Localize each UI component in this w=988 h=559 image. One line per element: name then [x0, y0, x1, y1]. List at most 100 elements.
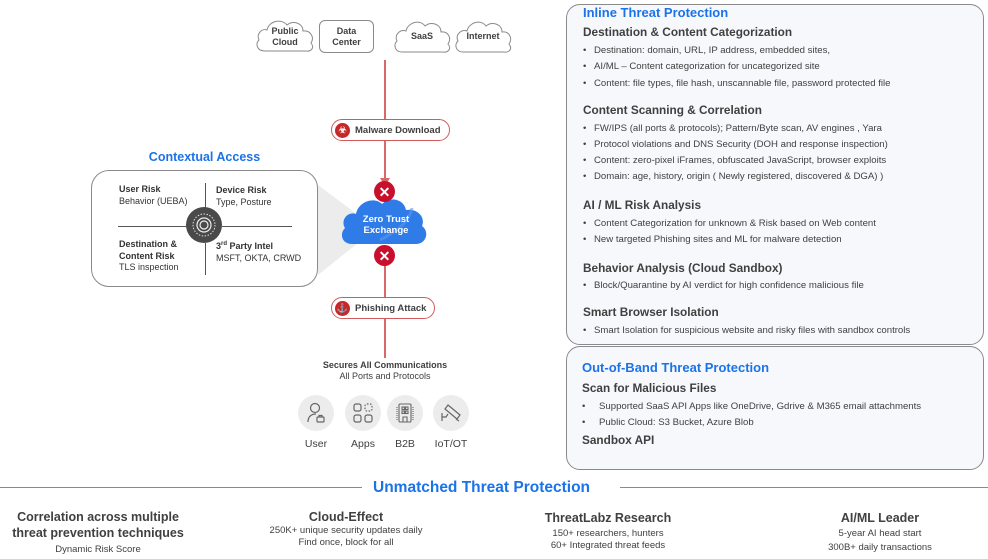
pillar-heading: threat prevention techniques	[12, 526, 184, 540]
pillar-heading: Cloud-Effect	[308, 510, 384, 524]
section-scan-malicious-files: Scan for Malicious Files	[582, 381, 717, 395]
third-party-intel: 3rd Party Intel MSFT, OKTA, CRWD	[216, 239, 301, 264]
pillar-line: 60+ Integrated threat feeds	[550, 539, 666, 551]
section-ai-ml-risk: AI / ML Risk Analysis	[583, 198, 702, 212]
phishing-attack-badge: ⚓ Phishing Attack	[331, 297, 436, 319]
out-of-band-title: Out-of-Band Threat Protection	[582, 360, 770, 375]
camera-icon	[433, 395, 469, 431]
malware-download-label: Malware Download	[355, 124, 441, 136]
risk-engine-hub-icon	[186, 207, 222, 243]
data-center-label: Data Center	[332, 25, 361, 47]
zte-line1: Zero Trust	[362, 214, 410, 225]
apps-icon	[345, 395, 381, 431]
zero-trust-exchange-cloud	[341, 199, 427, 244]
endpoint-apps: Apps	[343, 395, 383, 450]
pillar-line: Find once, block for all	[298, 536, 394, 548]
pillar-line: 5-year AI head start	[838, 528, 922, 539]
third-party-rest: Party Intel	[227, 241, 274, 251]
endpoint-b2b-label: B2B	[395, 438, 415, 450]
zero-trust-exchange-label: Zero Trust Exchange	[348, 214, 424, 236]
destination-content-risk: Destination & Content Risk TLS inspectio…	[119, 239, 179, 274]
public-cloud-icon	[256, 20, 314, 52]
bullet-item: Protocol violations and DNS Security (DO…	[583, 139, 888, 150]
malware-download-badge: ☣ Malware Download	[331, 119, 450, 141]
pillar-line: 300B+ daily transactions	[828, 541, 932, 553]
context-funnel	[318, 185, 358, 275]
bullet-item: New targeted Phishing sites and ML for m…	[583, 234, 842, 245]
bullet-item: Public Cloud: S3 Bucket, Azure Blob	[582, 417, 754, 428]
endpoint-user-label: User	[304, 438, 328, 450]
pillar-ai-ml-leader: AI/ML Leader 5-year AI head start 300B+ …	[790, 510, 970, 553]
pillar-heading: ThreatLabz Research	[544, 511, 672, 525]
pillar-cloud-effect: Cloud-Effect 250K+ unique security updat…	[246, 509, 446, 548]
device-risk-title: Device Risk	[216, 185, 267, 195]
bullet-item: Supported SaaS API Apps like OneDrive, G…	[582, 401, 921, 412]
pillar-line: 250K+ unique security updates daily	[269, 525, 423, 536]
bullet-item: Domain: age, history, origin ( Newly reg…	[583, 171, 883, 182]
bullet-item: Content Categorization for unknown & Ris…	[583, 218, 876, 229]
phishing-attack-label: Phishing Attack	[355, 302, 427, 314]
secures-all-communications: Secures All Communications All Ports and…	[295, 360, 475, 382]
block-malware-icon: ✕	[374, 181, 395, 202]
pillar-heading: AI/ML Leader	[840, 511, 920, 525]
divider-vertical-top	[205, 183, 206, 209]
third-party-detail: MSFT, OKTA, CRWD	[216, 252, 302, 263]
endpoint-apps-label: Apps	[351, 438, 375, 450]
secures-subtitle: All Ports and Protocols	[339, 371, 431, 381]
internet-label: Internet	[466, 31, 500, 41]
unmatched-threat-protection-title: Unmatched Threat Protection	[373, 479, 591, 496]
section-behavior-analysis: Behavior Analysis (Cloud Sandbox)	[583, 261, 783, 275]
dest-risk-title-2: Content Risk	[119, 250, 175, 261]
saas-label: SaaS	[410, 31, 434, 41]
divider-vertical-bottom	[205, 243, 206, 275]
dest-risk-title-1: Destination &	[119, 239, 178, 249]
bullet-item: AI/ML – Content categorization for uncat…	[583, 61, 820, 72]
section-smart-browser-isolation: Smart Browser Isolation	[583, 305, 719, 319]
bullet-item: Destination: domain, URL, IP address, em…	[583, 45, 830, 56]
third-party-sup: rd	[221, 241, 228, 247]
third-party-num: 3	[216, 241, 222, 251]
public-cloud-label: Public Cloud	[260, 26, 310, 48]
phishing-hook-icon: ⚓	[335, 300, 350, 316]
inline-threat-protection-title: Inline Threat Protection	[583, 5, 729, 20]
bullet-item: Smart Isolation for suspicious website a…	[583, 325, 910, 336]
dest-risk-detail: TLS inspection	[119, 262, 179, 272]
public-cloud-text: Public Cloud	[271, 26, 299, 47]
data-center-box: Data Center	[319, 20, 374, 53]
biohazard-icon: ☣	[335, 122, 350, 138]
divider-right	[620, 487, 988, 488]
section-content-scanning: Content Scanning & Correlation	[583, 103, 762, 117]
bullet-item: Block/Quarantine by AI verdict for high …	[583, 280, 864, 291]
device-risk: Device Risk Type, Posture	[216, 185, 272, 208]
divider-left	[0, 487, 362, 488]
divider-horizontal-right	[222, 226, 292, 227]
bullet-item: Content: zero-pixel iFrames, obfuscated …	[583, 155, 886, 166]
pillar-threatlabz: ThreatLabz Research 150+ researchers, hu…	[520, 510, 696, 551]
endpoint-iot-ot: IoT/OT	[431, 395, 471, 450]
endpoint-b2b: B2B	[385, 395, 425, 450]
section-sandbox-api: Sandbox API	[582, 433, 655, 447]
user-risk: User Risk Behavior (UEBA)	[119, 184, 188, 207]
building-icon	[387, 395, 423, 431]
user-risk-detail: Behavior (UEBA)	[119, 195, 188, 206]
saas-cloud-icon	[394, 21, 451, 53]
divider-horizontal-left	[118, 226, 188, 227]
user-icon	[298, 395, 334, 431]
internet-cloud-icon	[455, 21, 512, 53]
pillar-correlation: Correlation across multiple threat preve…	[0, 509, 196, 556]
user-risk-title: User Risk	[119, 184, 161, 194]
bullet-item: FW/IPS (all ports & protocols); Pattern/…	[583, 123, 882, 134]
zte-line2: Exchange	[363, 225, 409, 236]
endpoint-iot-ot-label: IoT/OT	[434, 438, 468, 450]
contextual-access-title: Contextual Access	[148, 150, 261, 164]
pillar-line: 150+ researchers, hunters	[552, 528, 664, 539]
device-risk-detail: Type, Posture	[216, 196, 272, 207]
block-phishing-icon: ✕	[374, 245, 395, 266]
bullet-item: Content: file types, file hash, unscanna…	[583, 78, 891, 89]
third-party-title: 3rd Party Intel	[216, 239, 301, 253]
secures-title: Secures All Communications	[322, 360, 448, 370]
section-destination-content: Destination & Content Categorization	[583, 25, 793, 39]
pillar-line: Dynamic Risk Score	[55, 544, 141, 555]
pillar-heading: Correlation across multiple	[17, 510, 179, 524]
endpoint-user: User	[296, 395, 336, 450]
